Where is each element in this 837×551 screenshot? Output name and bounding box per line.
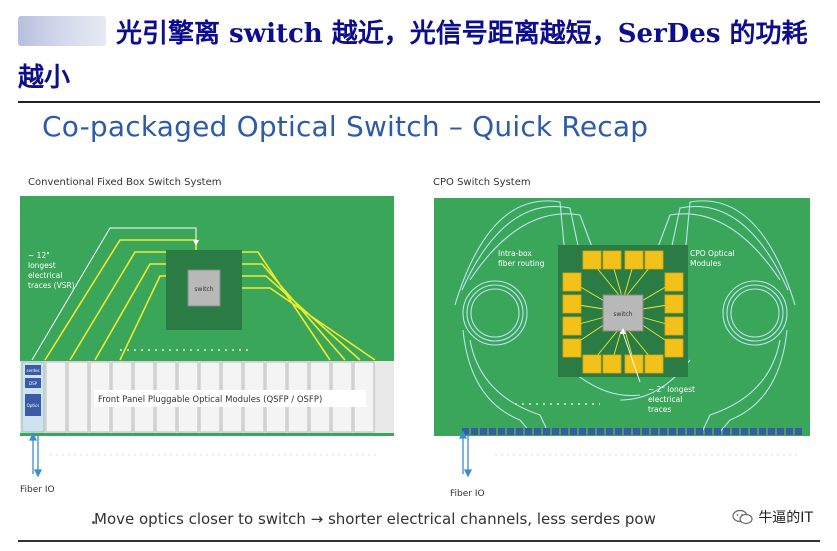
left-switch-label: switch <box>194 286 213 293</box>
fiber-connector <box>489 428 496 435</box>
fiber-connector-strip <box>462 428 802 435</box>
fiber-connector <box>741 428 748 435</box>
fiber-connector <box>759 428 766 435</box>
fiber-connector <box>480 428 487 435</box>
fiber-connector <box>516 428 523 435</box>
fiber-connector <box>732 428 739 435</box>
fiber-connector <box>624 428 631 435</box>
summary-bullet: Move optics closer to switch → shorter e… <box>94 510 656 528</box>
fiber-connector <box>786 428 793 435</box>
fiber-connector <box>606 428 613 435</box>
fiber-connector <box>750 428 757 435</box>
right-switch-label: switch <box>613 311 632 318</box>
blurred-logo <box>18 16 106 46</box>
fiber-connector <box>570 428 577 435</box>
front-panel-modules: serdes DSP Optics Front Panel Pluggable … <box>20 361 394 433</box>
fiber-connector <box>615 428 622 435</box>
fiber-connector <box>723 428 730 435</box>
cpo-optical-modules <box>562 250 684 374</box>
fiber-connector <box>534 428 541 435</box>
svg-text:Optics: Optics <box>27 403 40 408</box>
fiber-connector <box>660 428 667 435</box>
routing-note: Intra-box fiber routing <box>498 249 545 268</box>
fiber-connector <box>525 428 532 435</box>
wechat-icon <box>732 509 753 525</box>
left-panel-label: Conventional Fixed Box Switch System <box>28 177 222 188</box>
right-cpo-board: switch Intra-box fiber routing CPO Optic… <box>434 198 810 499</box>
top-divider <box>18 101 820 103</box>
right-fiber-label: Fiber IO <box>450 489 485 499</box>
fiber-connector <box>633 428 640 435</box>
fiber-connector <box>471 428 478 435</box>
fiber-connector <box>696 428 703 435</box>
fiber-connector <box>552 428 559 435</box>
fiber-connector <box>678 428 685 435</box>
fiber-connector <box>705 428 712 435</box>
bullet-dot <box>92 521 95 524</box>
fiber-connector <box>561 428 568 435</box>
front-panel-note: Front Panel Pluggable Optical Modules (Q… <box>98 395 322 405</box>
svg-text:DSP: DSP <box>29 381 38 386</box>
fiber-connector <box>795 428 802 435</box>
fiber-connector <box>768 428 775 435</box>
fiber-connector <box>642 428 649 435</box>
right-switch-chip <box>602 294 644 332</box>
fiber-connector <box>498 428 505 435</box>
fiber-connector <box>777 428 784 435</box>
page-heading: 光引擎离 switch 越近，光信号距离越短，SerDes 的功耗越小 <box>18 19 808 93</box>
fiber-connector <box>714 428 721 435</box>
slide-title: Co-packaged Optical Switch – Quick Recap <box>42 110 649 143</box>
svg-text:serdes: serdes <box>26 368 39 373</box>
bottom-divider <box>18 540 820 542</box>
watermark-text: 牛逼的IT <box>758 510 813 526</box>
fiber-connector <box>588 428 595 435</box>
fiber-connector <box>579 428 586 435</box>
fiber-connector <box>507 428 514 435</box>
fiber-connector <box>543 428 550 435</box>
left-fiber-label: Fiber IO <box>20 485 55 495</box>
cpo-module-note: CPO Optical Modules <box>690 249 737 268</box>
right-trace-note: ~ 2" longest electrical traces <box>648 385 697 414</box>
right-fiber-arrows <box>458 430 473 478</box>
left-trace-note: ~ 12" longest electrical traces (VSR) <box>28 251 75 290</box>
fiber-connector <box>651 428 658 435</box>
longest-trace-arrow <box>31 227 197 361</box>
fiber-connector <box>669 428 676 435</box>
watermark: 牛逼的IT <box>728 505 817 529</box>
fiber-connector <box>597 428 604 435</box>
fiber-connector <box>687 428 694 435</box>
left-conventional-board: switch ~ 12" longest electrical traces (… <box>20 196 394 495</box>
fiber-connector <box>462 428 469 435</box>
right-panel-label: CPO Switch System <box>433 177 531 188</box>
left-fiber-arrows <box>28 432 43 478</box>
left-switch-chip <box>187 269 221 307</box>
